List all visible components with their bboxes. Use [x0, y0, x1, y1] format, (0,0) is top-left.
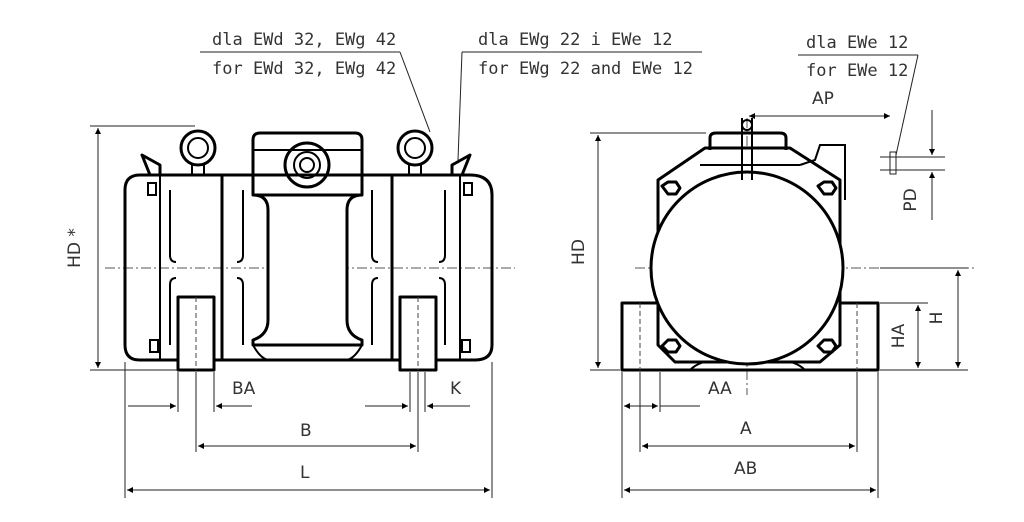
note1-en: for EWd 32, EWg 42: [212, 59, 396, 79]
note-group-1: dla EWd 32, EWg 42 for EWd 32, EWg 42: [200, 30, 431, 133]
label-k: K: [450, 379, 462, 399]
dim-a: A: [639, 372, 858, 452]
note-group-3: dla EWe 12 for EWe 12: [798, 33, 919, 156]
label-ha: HA: [889, 323, 909, 348]
label-ba: BA: [232, 379, 256, 399]
feet-front: [176, 295, 438, 372]
note-group-2: dla EWg 22 i EWe 12 for EWg 22 and EWe 1…: [457, 30, 702, 161]
label-b: B: [300, 421, 312, 441]
label-h: H: [927, 312, 947, 325]
label-hd: HD: [569, 239, 589, 265]
note2-en: for EWg 22 and EWe 12: [478, 59, 693, 79]
dim-hd: HD: [569, 132, 706, 371]
note2-pl: dla EWg 22 i EWe 12: [478, 30, 672, 50]
side-view: AP PD dla EWe 12 for EWe 12 HD: [569, 33, 975, 498]
label-aa: AA: [708, 379, 732, 399]
label-pd: PD: [901, 188, 921, 211]
dim-ha: HA: [880, 302, 928, 368]
dim-aa: AA: [621, 372, 732, 498]
note3-pl: dla EWe 12: [806, 33, 908, 53]
label-ab: AB: [734, 459, 757, 479]
dim-pd: PD: [880, 110, 945, 220]
dim-h: H: [880, 267, 968, 371]
lifting-eye-left: [179, 129, 217, 175]
dim-ba: BA: [124, 362, 256, 498]
terminal-box-front: [251, 131, 364, 195]
label-l: L: [300, 463, 310, 483]
motor-body-front: [123, 153, 494, 362]
lifting-eye-right: [396, 129, 434, 175]
dim-b: B: [195, 372, 419, 452]
label-hd-star: HD *: [65, 228, 85, 268]
label-ap: AP: [812, 89, 834, 109]
dim-k: K: [365, 372, 470, 412]
note3-en: for EWe 12: [806, 61, 908, 81]
label-a: A: [740, 419, 752, 439]
note1-pl: dla EWd 32, EWg 42: [212, 30, 396, 50]
dim-ap: AP: [749, 89, 890, 119]
dim-hd-star: HD *: [65, 125, 195, 371]
housing-side: [649, 118, 846, 366]
front-view: HD * BA K B L: [65, 30, 702, 498]
dim-ab: AB: [624, 372, 879, 498]
dim-l: L: [127, 362, 493, 498]
